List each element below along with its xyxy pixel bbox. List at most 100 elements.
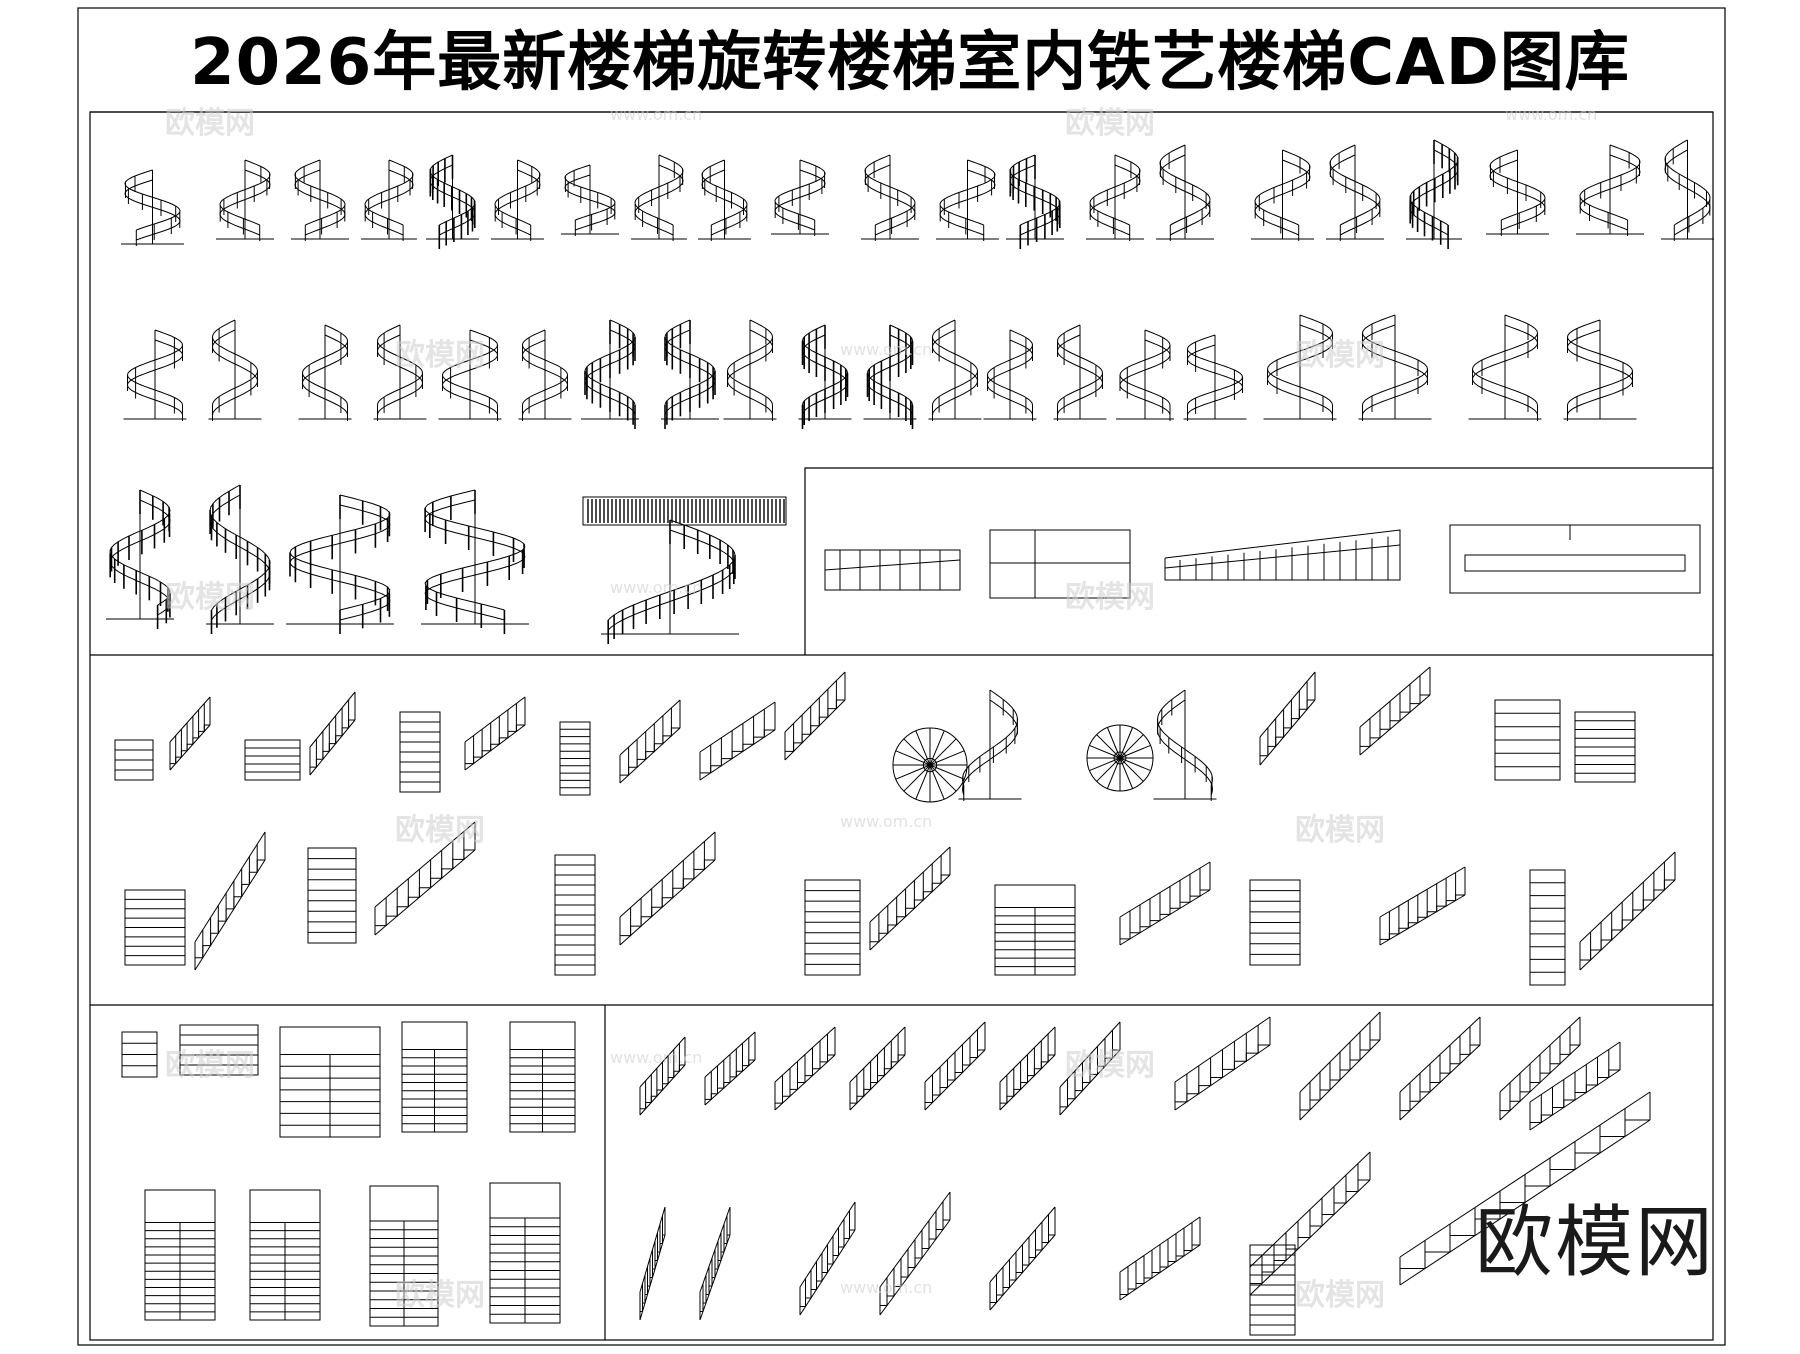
straight-stair-drawing bbox=[699, 1206, 731, 1321]
straight-stair-drawing bbox=[1529, 1041, 1621, 1131]
spiral-stair-drawing bbox=[1468, 314, 1542, 421]
stair-plan-elevation bbox=[989, 529, 1131, 599]
straight-stair-drawing bbox=[849, 1026, 906, 1111]
spiral-stair-drawing bbox=[983, 329, 1037, 421]
straight-stair-drawing bbox=[1399, 1091, 1651, 1286]
straight-stair-drawing bbox=[639, 1206, 666, 1321]
straight-stair-drawing bbox=[374, 821, 476, 936]
spiral-stair-plan-drawing bbox=[892, 727, 968, 803]
spiral-stair-drawing bbox=[1576, 144, 1644, 236]
stair-plan-drawing bbox=[249, 1189, 321, 1321]
spiral-stair-drawing bbox=[561, 164, 619, 236]
straight-stair-drawing bbox=[1379, 866, 1466, 946]
spiral-stair-drawing bbox=[698, 159, 751, 241]
spiral-stair-drawing bbox=[1486, 149, 1549, 236]
stair-plan-drawing bbox=[1529, 869, 1566, 986]
straight-stair-drawing bbox=[1119, 861, 1211, 946]
spiral-stair-drawing bbox=[601, 519, 739, 644]
straight-stair-drawing bbox=[464, 696, 526, 771]
spiral-stair-drawing bbox=[106, 489, 174, 629]
straight-stair-drawing bbox=[194, 831, 266, 971]
straight-stair-drawing bbox=[1249, 1151, 1371, 1296]
straight-stair-drawing bbox=[989, 1206, 1056, 1311]
straight-stair-drawing bbox=[619, 699, 681, 784]
stair-drawings bbox=[106, 139, 1714, 1336]
stair-plan-drawing bbox=[369, 1185, 439, 1327]
spiral-stair-drawing bbox=[928, 319, 982, 421]
stair-plan-drawing bbox=[559, 721, 591, 796]
spiral-stair-drawing bbox=[121, 169, 184, 246]
stair-plan-drawing bbox=[509, 1021, 576, 1133]
spiral-stair-drawing bbox=[581, 319, 639, 429]
spiral-stair-drawing bbox=[1006, 154, 1064, 249]
spiral-stair-drawing bbox=[1661, 139, 1714, 241]
spiral-stair-drawing bbox=[1086, 154, 1144, 241]
spiral-stair-drawing bbox=[208, 319, 262, 421]
spiral-stair-drawing bbox=[958, 689, 1022, 801]
spiral-stair-drawing bbox=[206, 484, 274, 634]
stair-plan-drawing bbox=[279, 1026, 381, 1138]
spiral-stair-drawing bbox=[291, 159, 349, 241]
straight-stair-drawing bbox=[999, 1026, 1056, 1111]
straight-stair-drawing bbox=[869, 846, 951, 951]
plan-panel-border bbox=[804, 467, 1713, 655]
stair-plan-drawing bbox=[994, 884, 1076, 976]
spiral-stair-drawing bbox=[298, 324, 352, 421]
spiral-stair-drawing bbox=[1251, 149, 1314, 241]
stair-plan-elevation bbox=[1449, 524, 1701, 594]
spiral-stair-drawing bbox=[1053, 324, 1107, 421]
spiral-stair-drawing bbox=[216, 159, 274, 241]
spiral-stair-drawing bbox=[1183, 334, 1247, 421]
straight-stair-drawing bbox=[699, 701, 776, 781]
straight-stair-drawing bbox=[799, 1201, 856, 1316]
stair-plan-drawing bbox=[121, 1031, 158, 1078]
spiral-stair-drawing bbox=[771, 159, 829, 236]
stair-plan-drawing bbox=[124, 889, 186, 966]
spiral-stair-drawing bbox=[1156, 144, 1214, 241]
straight-stair-drawing bbox=[1499, 1016, 1581, 1121]
spiral-stair-drawing bbox=[421, 489, 529, 634]
stair-plan-drawing bbox=[1249, 879, 1301, 966]
spiral-stair-drawing bbox=[123, 329, 187, 421]
straight-stair-drawing bbox=[309, 691, 356, 776]
spiral-stair-drawing bbox=[861, 154, 919, 241]
spiral-stair-drawing bbox=[518, 329, 572, 421]
spiral-stair-drawing bbox=[286, 494, 394, 634]
straight-stair-drawing bbox=[1259, 671, 1316, 766]
spiral-stair-drawing bbox=[723, 319, 777, 421]
spiral-stair-drawing bbox=[1116, 329, 1174, 421]
spiral-stair-drawing bbox=[1326, 144, 1384, 241]
spiral-stair-drawing bbox=[1153, 689, 1217, 801]
straight-stair-drawing bbox=[639, 1036, 686, 1116]
straight-stair-drawing bbox=[619, 831, 716, 946]
straight-stair-drawing bbox=[704, 1031, 756, 1106]
spiral-stair-drawing bbox=[491, 159, 544, 241]
stair-plan-drawing bbox=[1574, 711, 1636, 783]
page-title: 2026年最新楼梯旋转楼梯室内铁艺楼梯CAD图库 bbox=[190, 26, 1630, 100]
stair-plan-drawing bbox=[554, 854, 596, 976]
spiral-stair-drawing bbox=[438, 329, 502, 421]
spiral-stair-drawing bbox=[1406, 139, 1462, 249]
spiral-stair-drawing bbox=[1563, 319, 1637, 421]
straight-stair-drawing bbox=[1119, 1216, 1201, 1301]
stair-plan-drawing bbox=[144, 1189, 216, 1321]
outer-border bbox=[77, 7, 1726, 1346]
stair-plan-drawing bbox=[1249, 1244, 1296, 1336]
spiral-stair-drawing bbox=[1263, 314, 1337, 421]
straight-stair-drawing bbox=[1174, 1016, 1271, 1111]
straight-stair-drawing bbox=[879, 1191, 951, 1316]
straight-stair-drawing bbox=[1399, 1016, 1481, 1121]
spiral-stair-drawing bbox=[1358, 314, 1432, 421]
spiral-stair-drawing bbox=[373, 324, 427, 421]
spiral-stair-drawing bbox=[661, 319, 719, 429]
stair-plan-drawing bbox=[114, 739, 154, 781]
stair-plan-drawing bbox=[804, 879, 861, 976]
stair-plan-drawing bbox=[401, 1021, 468, 1133]
straight-stair-drawing bbox=[1059, 1021, 1121, 1116]
straight-stair-drawing bbox=[1299, 1011, 1381, 1121]
spiral-stair-drawing bbox=[426, 154, 479, 249]
spiral-stair-drawing bbox=[863, 324, 917, 429]
spiral-stair-plan-drawing bbox=[1086, 724, 1154, 792]
